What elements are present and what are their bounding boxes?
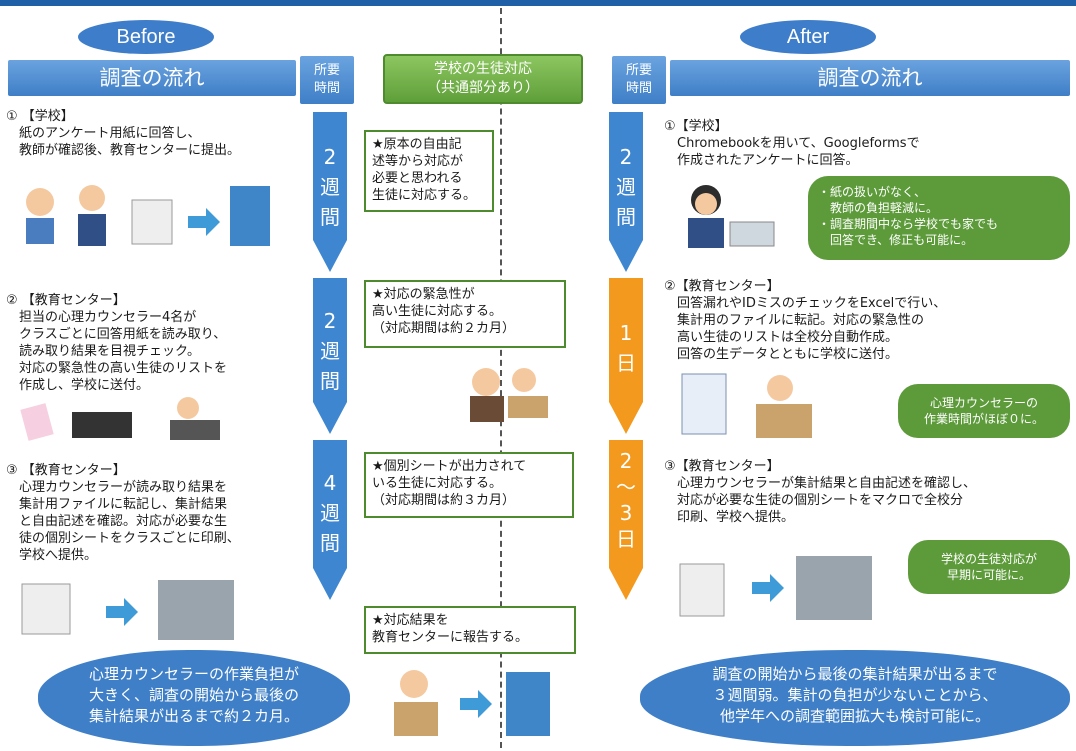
center-divider <box>500 8 502 748</box>
teacher-icon <box>79 185 105 211</box>
before-time-1: 2 週 間 <box>320 145 340 229</box>
after-time-arrow-2: 1 日 <box>603 278 649 434</box>
after-step-3: ③【教育センター】 心理カウンセラーが集計結果と自由記述を確認し、 対応が必要な… <box>664 459 977 525</box>
scanner-icon <box>72 412 132 438</box>
spreadsheet-icon <box>681 373 727 435</box>
after-label: After <box>740 20 876 54</box>
before-step2-illustration <box>20 397 220 441</box>
top-border <box>0 0 1076 6</box>
before-time-2: 2 週 間 <box>320 309 340 393</box>
before-step1-illustration <box>26 185 270 246</box>
center-box-3: ★個別シートが出力されて いる生徒に対応する。 （対応期間は約３カ月） <box>364 452 574 518</box>
answer-sheet-icon <box>20 403 54 441</box>
flow-header-right: 調査の流れ <box>670 60 1070 96</box>
student-icon <box>26 188 54 216</box>
before-step-3: ③ 【教育センター】 心理カウンセラーが読み取り結果を 集計用ファイルに転記し、… <box>6 463 240 563</box>
paper-stack-icon <box>131 199 173 245</box>
counselor-icon <box>767 375 793 401</box>
teacher-icon <box>400 670 428 698</box>
school-building-icon <box>796 556 872 620</box>
after-time-arrow-3: 2 〜 3 日 <box>603 440 649 600</box>
after-time-3: 2 〜 3 日 <box>616 449 636 551</box>
time-header-right: 所要 時間 <box>612 56 666 104</box>
before-step3-illustration <box>21 580 234 640</box>
arrow-right-icon <box>188 208 220 236</box>
printout-icon <box>679 563 725 617</box>
center-header: 学校の生徒対応 （共通部分あり） <box>383 54 583 104</box>
printout-icon <box>21 583 71 635</box>
school-building-icon <box>158 580 234 640</box>
before-time-arrow-2: 2 週 間 <box>307 278 353 434</box>
building-icon <box>230 186 270 246</box>
before-time-3: 4 週 間 <box>320 471 340 555</box>
arrow-right-icon <box>460 690 492 718</box>
after-step3-illustration <box>679 556 872 620</box>
report-illustration <box>394 670 550 736</box>
before-step-1: ① 【学校】 紙のアンケート用紙に回答し、 教師が確認後、教育センターに提出。 <box>6 109 241 158</box>
building-icon <box>506 672 550 736</box>
after-callout-2: 心理カウンセラーの 作業時間がほぼ０に。 <box>898 384 1070 438</box>
arrow-right-icon <box>106 598 138 626</box>
after-time-1: 2 週 間 <box>616 145 636 229</box>
time-header-left: 所要 時間 <box>300 56 354 104</box>
center-box-4: ★対応結果を 教育センターに報告する。 <box>364 606 576 654</box>
after-step2-illustration <box>681 373 812 438</box>
after-step1-illustration <box>688 185 775 248</box>
flow-header-left: 調査の流れ <box>8 60 296 96</box>
before-time-arrow-1: 2 週 間 <box>307 112 353 272</box>
after-time-arrow-1: 2 週 間 <box>603 112 649 272</box>
before-summary-cloud: 心理カウンセラーの作業負担が 大きく、調査の開始から最後の 集計結果が出るまで約… <box>38 650 350 746</box>
teacher-student-illustration <box>470 368 548 422</box>
before-time-arrow-3: 4 週 間 <box>307 440 353 600</box>
after-summary-cloud: 調査の開始から最後の集計結果が出るまで ３週間弱。集計の負担が少ないことから、 … <box>640 650 1070 746</box>
arrow-right-icon <box>752 574 784 602</box>
after-time-2: 1 日 <box>616 321 636 375</box>
after-step-2: ②【教育センター】 回答漏れやIDミスのチェックをExcelで行い、 集計用のフ… <box>664 279 947 362</box>
center-box-1: ★原本の自由記 述等から対応が 必要と思われる 生徒に対応する。 <box>364 130 494 212</box>
before-step-2: ② 【教育センター】 担当の心理カウンセラー4名が クラスごとに回答用紙を読み取… <box>6 293 228 393</box>
after-callout-3: 学校の生徒対応が 早期に可能に。 <box>908 540 1070 594</box>
student-icon <box>695 193 717 215</box>
before-label: Before <box>78 20 214 54</box>
counselor-icon <box>177 397 199 419</box>
center-box-2: ★対応の緊急性が 高い生徒に対応する。 （対応期間は約２カ月） <box>364 280 566 348</box>
after-step-1: ①【学校】 Chromebookを用いて、Googleformsで 作成されたア… <box>664 119 920 168</box>
after-callout-1: ・紙の扱いがなく、 教師の負担軽減に。 ・調査期間中なら学校でも家でも 回答でき… <box>808 176 1070 260</box>
laptop-icon <box>729 221 775 247</box>
